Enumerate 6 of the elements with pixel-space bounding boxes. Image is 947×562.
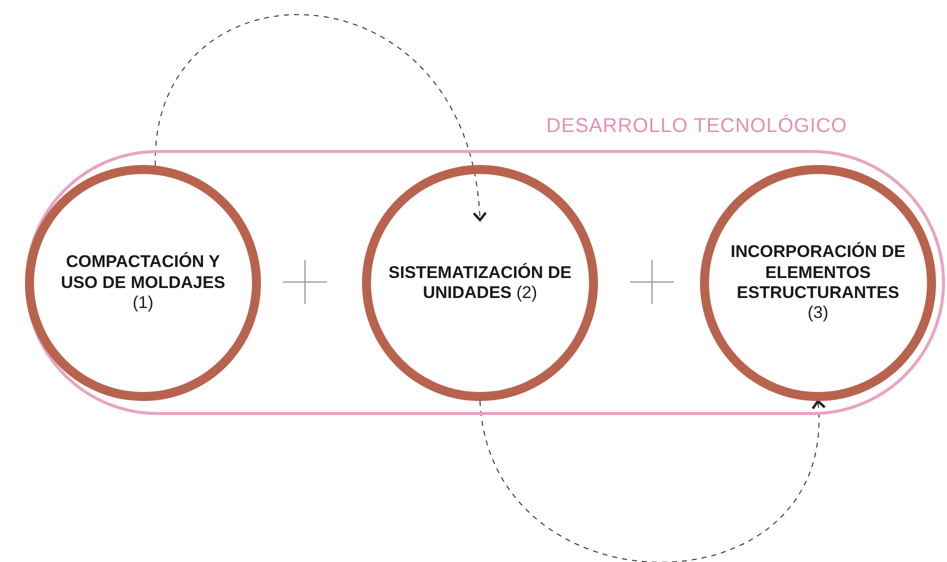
node-label: COMPACTACIÓN Y USO DE MOLDAJES (1) xyxy=(60,252,226,314)
node-label: SISTEMATIZACIÓN DE UNIDADES (2) xyxy=(388,262,572,304)
dashed-arrow xyxy=(154,14,486,222)
dashed-arrow xyxy=(480,400,825,562)
band-heading: DESARROLLO TECNOLÓGICO xyxy=(546,114,847,139)
node-label: INCORPORACIÓN DE ELEMENTOS ESTRUCTURANTES (3) xyxy=(730,242,906,324)
